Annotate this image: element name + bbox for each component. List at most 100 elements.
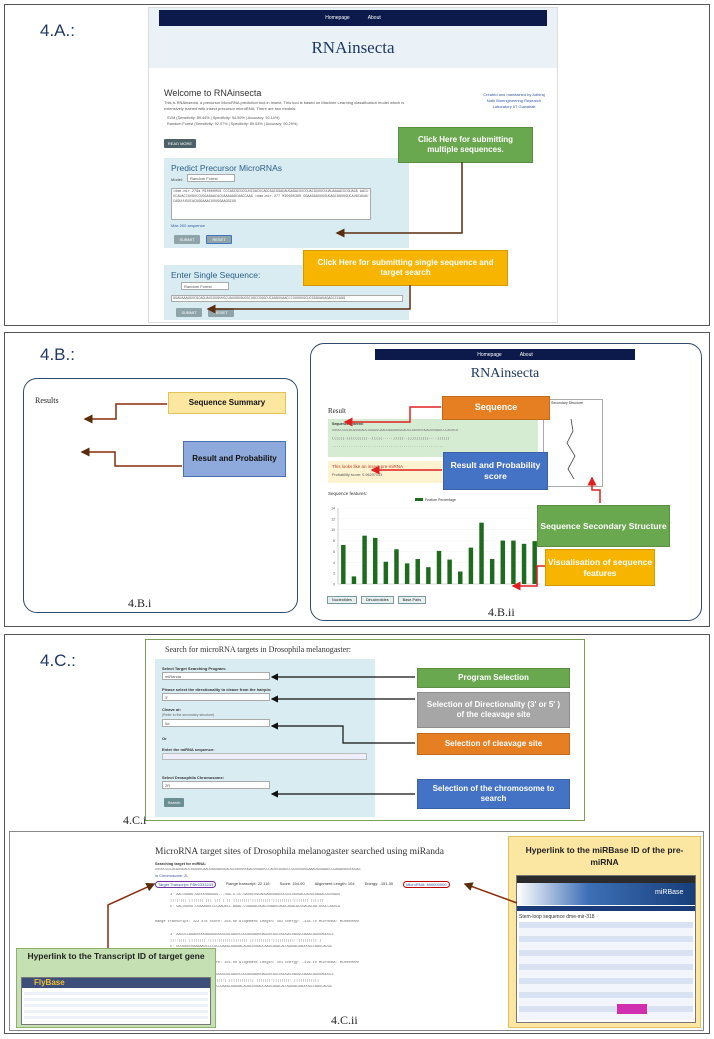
reset-single-button[interactable]: RESET — [208, 308, 234, 317]
or-label: Or — [162, 736, 167, 741]
tab-dinucleotides[interactable]: Dinucleotides — [360, 596, 394, 604]
alignment-ref-3: 5' UUUGGUCUAAAAAUCCCCGCCUAAGCUAAGACAUACU… — [170, 985, 332, 989]
chrom-label: Select Drosophila Chromosome: — [162, 775, 225, 780]
chart-bar — [521, 543, 527, 584]
alignment-row-2: Range transcript: 323 478 Score: 256.00 … — [155, 920, 359, 924]
cleave-label: Cleave at: — [162, 707, 181, 712]
result-verdict: This looks like an insect pre-miRNA — [332, 464, 404, 469]
single-model-select[interactable]: Random Forest — [181, 282, 229, 290]
callout-directionality: Selection of Directionality (3' or 5' ) … — [417, 692, 570, 728]
features-title: Sequence features: — [328, 491, 368, 496]
result-nav-about[interactable]: About — [519, 351, 533, 358]
caption-4c-ii: 4.C.ii — [331, 1013, 358, 1027]
panel-4c: 4.C.: Search for microRNA targets in Dro… — [4, 634, 710, 1034]
tab-base-pairs[interactable]: Base-Pairs — [397, 596, 427, 604]
mirbase-logo: miRBase — [655, 889, 684, 896]
chart-y-tick: 4 — [333, 561, 335, 565]
alignment-match-1: ||:|:||| ||||||| ||| ||| | || ||||||||:|… — [170, 899, 324, 903]
nav-about[interactable]: About — [367, 15, 381, 21]
submit-single-button[interactable]: SUBMIT — [176, 308, 202, 317]
chart-bar — [447, 559, 452, 584]
callout-visualisation: Visualisation of sequence features — [545, 549, 655, 586]
caption-4b-i: 4.B.i — [128, 596, 152, 610]
chart-bar — [426, 567, 431, 584]
result-nav-homepage[interactable]: Homepage — [477, 351, 502, 358]
program-label: Select Target Searching Program: — [162, 666, 227, 671]
single-seq-input[interactable]: GGAUAAAGGUCGCAGUAUCGUGUUGCUAUUGUGUGGCUGC… — [171, 295, 403, 302]
bullet-svm: SVM (Sensitivity: 89.44% | Specificity: … — [167, 116, 280, 120]
flybase-logo: FlyBase — [34, 978, 65, 987]
chart-y-tick: 6 — [333, 550, 335, 554]
program-select[interactable]: miRanda — [162, 672, 270, 680]
alignment-match-3: || ::||||: ||||| ||| ||||:| ||||||||||||… — [170, 979, 320, 983]
chart-bar — [468, 547, 474, 584]
chart-bar — [532, 541, 537, 584]
submit-multi-button[interactable]: SUBMIT — [174, 235, 200, 244]
sec-structure-label: Secondary Structure — [551, 401, 583, 405]
chart-bar — [511, 540, 516, 584]
search-title: Search for microRNA targets in Drosophil… — [165, 645, 352, 654]
model-select-value: Random Forest — [190, 175, 218, 181]
target-transcript-link[interactable]: Target Transcript: FBtr0333243 — [155, 881, 217, 888]
chart-y-tick: 12 — [331, 517, 335, 521]
nav-homepage[interactable]: Homepage — [325, 15, 350, 21]
mirbase-browser-bar — [517, 876, 695, 883]
model-select[interactable]: Random Forest — [187, 174, 235, 182]
results-title: Results — [35, 396, 59, 405]
chart-bar — [351, 576, 357, 584]
caption-4b-ii: 4.B.ii — [488, 605, 515, 619]
mirbase-screenshot: miRBase Stem-loop sequence dme-mir-318 — [516, 875, 696, 1023]
alignment-query-1: 3' AACUGAAG-GGUUUUAGGGG---UGG-U-UC-GAUUC… — [170, 893, 341, 897]
callout-chromosome: Selection of the chromosome to search — [417, 779, 570, 809]
target-mirna-seq: UUUUCGUCACAUGUAUCUGGGUCAAUUAGUAUGUAUGCUG… — [155, 868, 361, 872]
mirna-label: Enter the miRNA sequence: — [162, 747, 215, 752]
callout-multiple-sequences: Click Here for submitting multiple seque… — [398, 127, 533, 163]
cleave-select[interactable]: 5d — [162, 719, 270, 727]
chart-bar — [479, 522, 484, 584]
sec-structure-box — [543, 399, 603, 487]
chart-bar — [415, 559, 420, 584]
chart-bar — [489, 559, 495, 584]
callout-mirbase-id: Hyperlink to the miRBase ID of the pre-m… — [525, 845, 684, 867]
callout-sequence-summary: Sequence Summary — [168, 392, 286, 414]
panel-4a: 4.A.: Homepage About RNAinsecta Welcome … — [4, 4, 710, 326]
callout-result-prob-score: Result and Probability score — [443, 452, 548, 490]
direction-select[interactable]: 3' — [162, 693, 270, 701]
mirbase-table — [519, 922, 693, 1020]
panel-label-4a: 4.A.: — [40, 21, 75, 40]
mirbase-menu — [517, 906, 695, 911]
reset-multi-button[interactable]: RESET — [206, 235, 232, 244]
mirbase-stemloop-title: Stem-loop sequence dme-mir-318 — [519, 914, 595, 920]
chart-bar — [458, 571, 463, 584]
chart-legend-label: Feature Percentage — [425, 498, 456, 502]
max-note: Max 200 sequence — [171, 223, 205, 228]
search-button[interactable]: Search — [164, 798, 184, 807]
read-more-button[interactable]: READ MORE — [164, 139, 196, 148]
sequence-textarea[interactable]: >dme-mir-279a MI0000058 CCCAGCGCUCGUUCUA… — [171, 188, 371, 220]
site-title: RNAinsecta — [311, 38, 395, 57]
microrna-link[interactable]: MicroRNA: MI0000000 — [403, 881, 450, 888]
panel-label-4b: 4.B.: — [40, 345, 75, 364]
cleave-select-value: 5d — [165, 720, 170, 726]
tab-nucleotides[interactable]: Nucleotides — [327, 596, 357, 604]
single-model-value: Random Forest — [184, 283, 212, 289]
result-seq-label: Sequence Entered: — [332, 422, 364, 426]
chrom-select-value: 2R — [165, 782, 171, 788]
chart-bar — [383, 561, 389, 584]
panel-4b: 4.B.: Results Sequence Entered:AAUGGACUG… — [4, 332, 710, 877]
result-prob-score: Probability score: 0.96237143 — [332, 473, 383, 477]
chart-bar — [436, 550, 442, 584]
callout-cleavage-site: Selection of cleavage site — [417, 733, 570, 755]
chart-y-tick: 0 — [333, 583, 335, 587]
alignment-match-2: ||::|||| |||||||| :|||:|||||||||:|||| ||… — [170, 939, 322, 943]
chart-bar — [341, 544, 346, 584]
credit-text: Created and maintained by Adhiraj Nath B… — [483, 92, 545, 109]
search-form — [155, 659, 375, 817]
result-seq-line-3: ........................................… — [332, 445, 444, 449]
chart-bar — [500, 540, 506, 584]
alignment-query-2: 3' AAGUCCAGAUUUUUAGGGGUGGGUUCGAUUCUGUAUG… — [170, 933, 334, 937]
model-label: Model: — [171, 177, 184, 182]
chrom-select[interactable]: 2R — [162, 781, 270, 789]
mirna-input[interactable] — [162, 753, 367, 760]
